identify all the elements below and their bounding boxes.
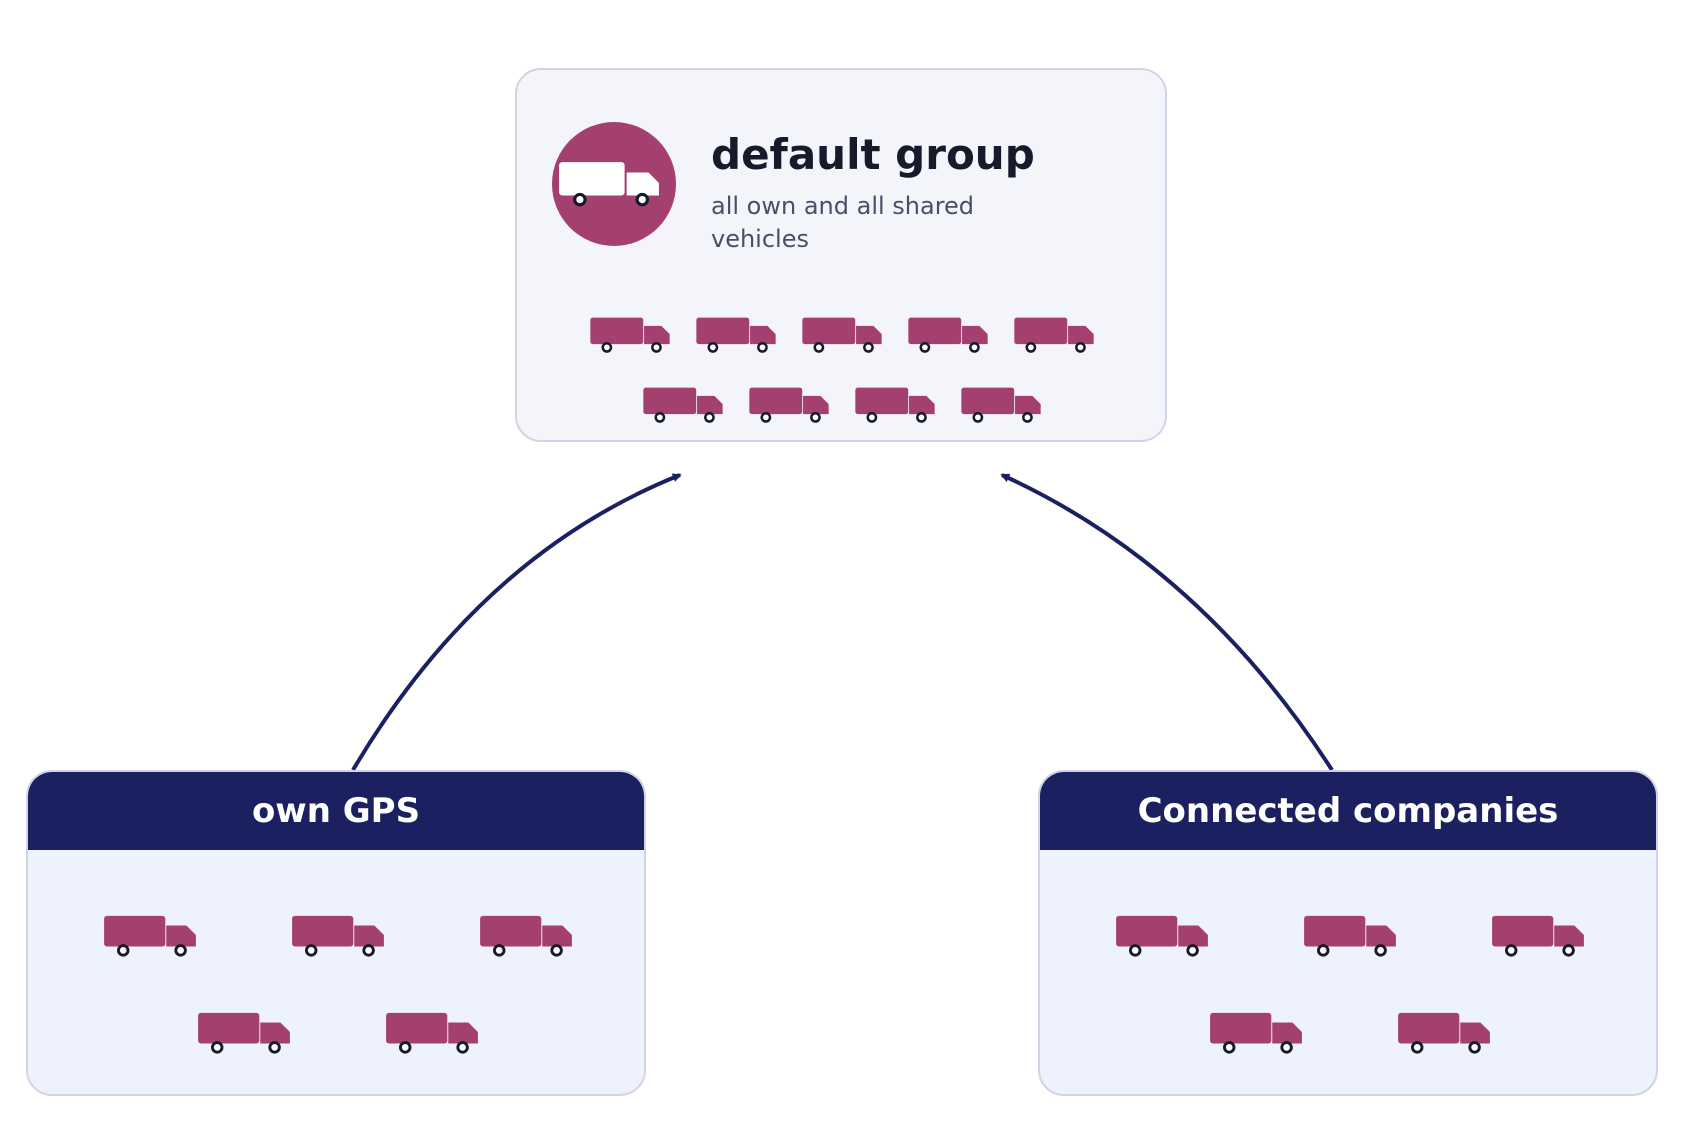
truck-icon [802, 317, 882, 353]
truck-icon [1492, 915, 1584, 957]
truck-icon [480, 915, 572, 957]
truck-icon [696, 317, 776, 353]
default-group-vehicles [567, 316, 1117, 436]
truck-icon [749, 387, 829, 423]
truck-icon [961, 387, 1041, 423]
default-group-title: default group [711, 130, 1035, 179]
own-gps-card[interactable]: own GPS [26, 770, 646, 1096]
truck-icon [1398, 1012, 1490, 1054]
truck-icon [1014, 317, 1094, 353]
truck-icon [590, 317, 670, 353]
truck-icon [559, 162, 659, 207]
default-group-subtitle: all own and all shared vehicles [711, 192, 975, 253]
truck-icon [908, 317, 988, 353]
connected-companies-title: Connected companies [1137, 791, 1559, 831]
default-group-card[interactable]: default group all own and all shared veh… [515, 68, 1167, 442]
own-gps-title: own GPS [251, 791, 421, 831]
arrow-connected-to-default [1000, 473, 1334, 772]
truck-icon [292, 915, 384, 957]
truck-icon [104, 915, 196, 957]
truck-icon [1210, 1012, 1302, 1054]
own-gps-vehicles [103, 914, 573, 1064]
default-group-badge [552, 122, 676, 246]
truck-icon [1116, 915, 1208, 957]
connected-companies-vehicles [1115, 914, 1585, 1064]
truck-icon [855, 387, 935, 423]
truck-icon [1304, 915, 1396, 957]
truck-icon [198, 1012, 290, 1054]
truck-icon [643, 387, 723, 423]
connected-companies-card[interactable]: Connected companies [1038, 770, 1658, 1096]
connected-companies-header: Connected companies [1040, 772, 1656, 850]
own-gps-header: own GPS [28, 772, 644, 850]
truck-icon [386, 1012, 478, 1054]
arrow-own-gps-to-default [351, 473, 682, 772]
